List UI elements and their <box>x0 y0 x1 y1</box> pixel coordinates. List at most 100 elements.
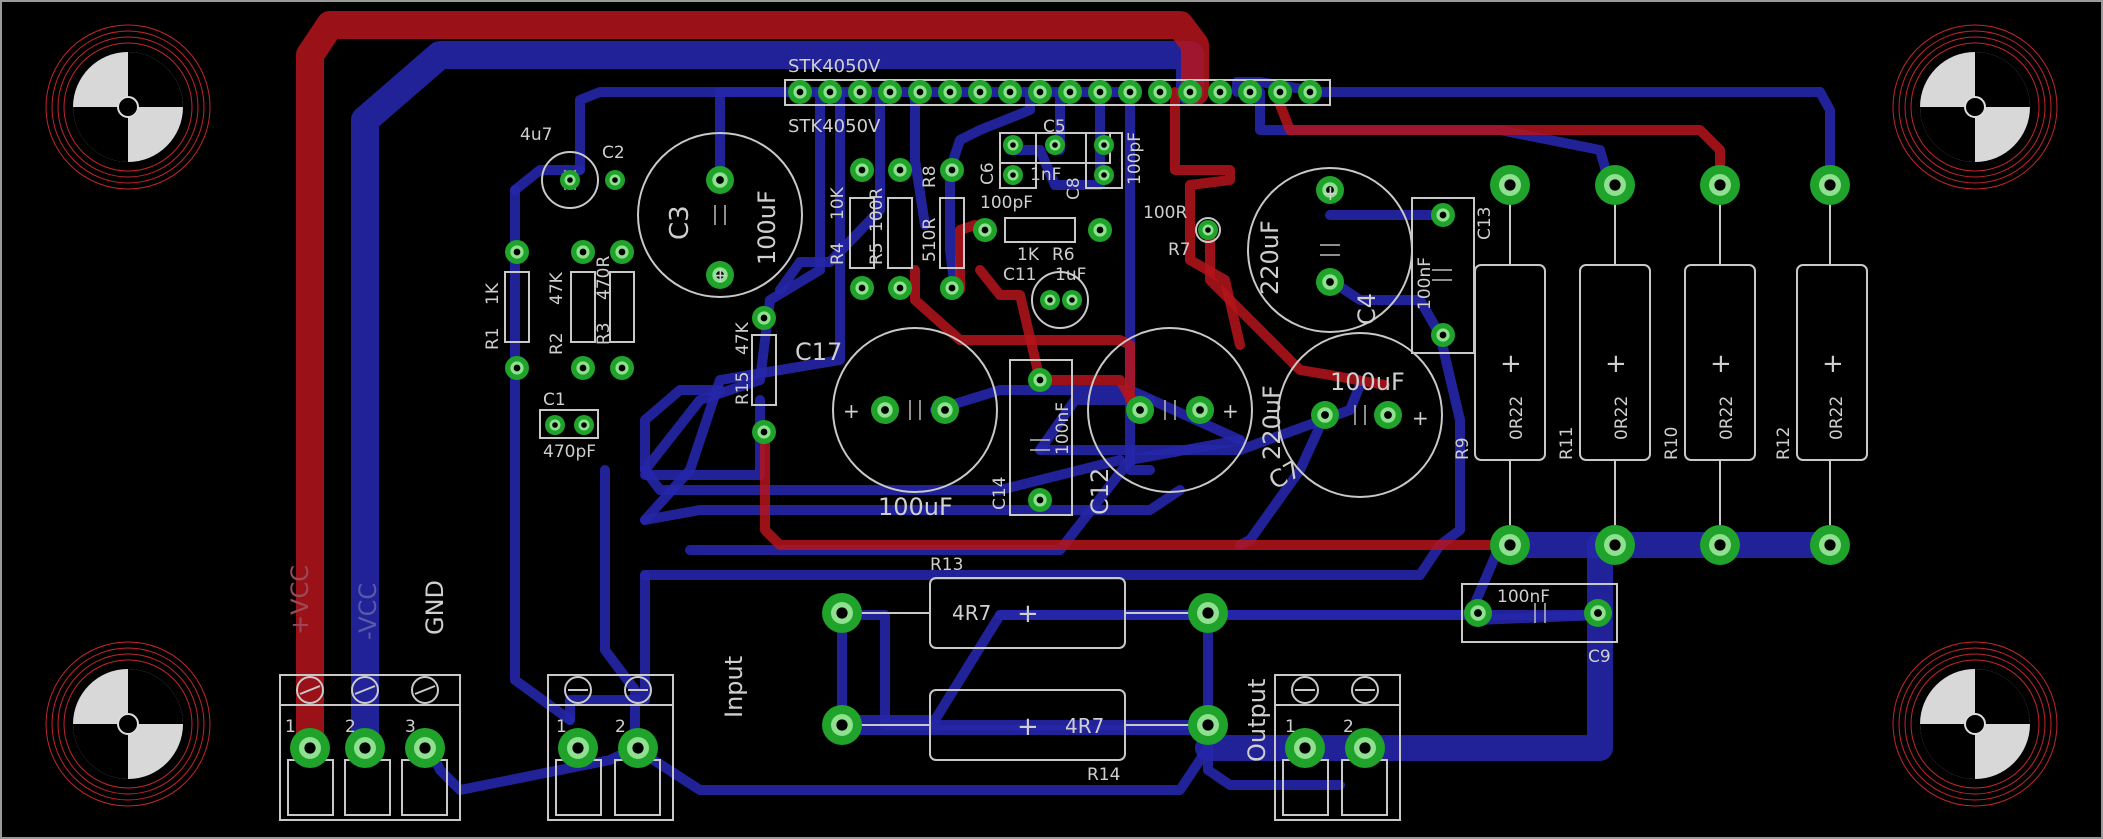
ic-name-top: STK4050V <box>788 56 881 77</box>
c5-name-label: C5 <box>1043 117 1066 137</box>
c12-value-label: 220uF <box>1258 385 1286 460</box>
r3-pad <box>610 240 634 264</box>
mounting-hole-bottom-left <box>45 641 211 807</box>
r4-pad <box>850 276 874 300</box>
ic-pin-pad <box>1208 80 1232 104</box>
r13-plus: + <box>1017 599 1039 629</box>
c17-pad <box>931 396 959 424</box>
c3-pad <box>706 166 734 194</box>
r8-pad <box>940 276 964 300</box>
c9-pad <box>1464 599 1492 627</box>
r7-pad <box>1198 220 1218 240</box>
c11-name-label: C11 <box>1003 265 1037 285</box>
c8-box <box>1085 132 1123 189</box>
r5-name-label: R5 <box>867 242 887 265</box>
r6-name-label: R6 <box>1052 245 1075 265</box>
r10-name-label: R10 <box>1662 427 1682 460</box>
r12-body <box>1796 264 1868 461</box>
r9-name-label: R9 <box>1453 437 1473 460</box>
r9-value-label: 0R22 <box>1507 396 1527 440</box>
r7-name-label: R7 <box>1168 240 1191 260</box>
output-pin-1-pad <box>1285 728 1325 768</box>
c2-pad <box>605 170 625 190</box>
r10-plus: + <box>1710 349 1732 379</box>
r14-value-label: 4R7 <box>1065 714 1104 738</box>
c2-outline <box>541 151 599 209</box>
r7-value-label: 100R <box>1143 203 1187 223</box>
r3-pad <box>610 356 634 380</box>
r15-value-label: 47K <box>733 321 753 355</box>
c2-value-label: 4u7 <box>520 125 552 145</box>
c9-name-label: C9 <box>1588 647 1611 667</box>
r2-value-label: 47K <box>547 271 567 305</box>
c1-name-label: C1 <box>543 390 566 410</box>
c13-pad <box>1431 323 1455 347</box>
r1-pad <box>505 240 529 264</box>
top-copper-layer <box>296 11 1725 762</box>
r8-pad <box>940 158 964 182</box>
c9-pad <box>1584 599 1612 627</box>
r15-name-label: R15 <box>733 372 753 405</box>
r14-name-label: R14 <box>1087 765 1120 785</box>
c6-value-label: 100pF <box>980 193 1033 213</box>
ic-pin-pad <box>1238 80 1262 104</box>
ic-pin-pad <box>848 80 872 104</box>
c4-name-label: C4 <box>1353 293 1381 325</box>
c12-pad <box>1186 396 1214 424</box>
r12-name-label: R12 <box>1774 427 1794 460</box>
r8-body <box>939 197 965 269</box>
c3-name-label: C3 <box>665 205 695 240</box>
input-label: Input <box>720 656 748 718</box>
c7-value-label: 100uF <box>1330 368 1405 396</box>
r2-name-label: R2 <box>547 332 567 355</box>
pads-layer <box>290 80 1850 768</box>
r8-name-label: R8 <box>920 165 940 188</box>
power-pin-3: 3 <box>405 717 416 737</box>
c17-pad <box>871 396 899 424</box>
c1-box <box>539 409 599 439</box>
r6-value-label: 1K <box>1017 245 1040 265</box>
r5-pad <box>888 276 912 300</box>
power-pin-2-pad <box>345 728 385 768</box>
c6-name-label: C6 <box>978 162 998 185</box>
output-pin-2-pad <box>1345 728 1385 768</box>
vcc-pos-label: +VCC <box>286 565 314 635</box>
r6-pad <box>973 218 997 242</box>
ic-pin-pad <box>1028 80 1052 104</box>
c2-name-label: C2 <box>602 143 625 163</box>
r3-name-label: R3 <box>594 322 614 345</box>
vcc-neg-label: -VCC <box>354 583 382 640</box>
c14-name-label: C14 <box>990 476 1010 510</box>
ic-header-outline <box>784 79 1331 106</box>
c7-pad <box>1311 401 1339 429</box>
c3-pad <box>706 261 734 289</box>
c8-name-label: C8 <box>1064 177 1084 200</box>
c8-pad <box>1094 165 1114 185</box>
r2-body <box>570 271 596 343</box>
c4-value-label: 220uF <box>1256 220 1284 295</box>
power-pin-1-pad <box>290 728 330 768</box>
r11-pad <box>1595 165 1635 205</box>
c13-value-label: 100nF <box>1415 257 1435 310</box>
c14-value-label: 100nF <box>1053 402 1073 455</box>
output-label: Output <box>1243 679 1271 762</box>
r11-plus: + <box>1605 349 1627 379</box>
r4-value-label: 10K <box>828 186 848 220</box>
ic-pin-pad <box>1058 80 1082 104</box>
input-pin-1-pad <box>558 728 598 768</box>
c11-pad <box>1062 290 1082 310</box>
r1-name-label: R1 <box>483 327 503 350</box>
c12-name-label: C12 <box>1086 468 1114 515</box>
c6-pad <box>1003 165 1023 185</box>
r8-value-label: 510R <box>920 218 940 262</box>
c12-pad <box>1126 396 1154 424</box>
ic-pin-pad <box>1178 80 1202 104</box>
c14-pad <box>1028 488 1052 512</box>
r12-pad <box>1810 525 1850 565</box>
r15-body <box>751 334 777 406</box>
r6-body <box>1004 217 1076 243</box>
c11-value-label: 1uF <box>1055 265 1086 285</box>
r2-pad <box>571 356 595 380</box>
c7-pad <box>1374 401 1402 429</box>
